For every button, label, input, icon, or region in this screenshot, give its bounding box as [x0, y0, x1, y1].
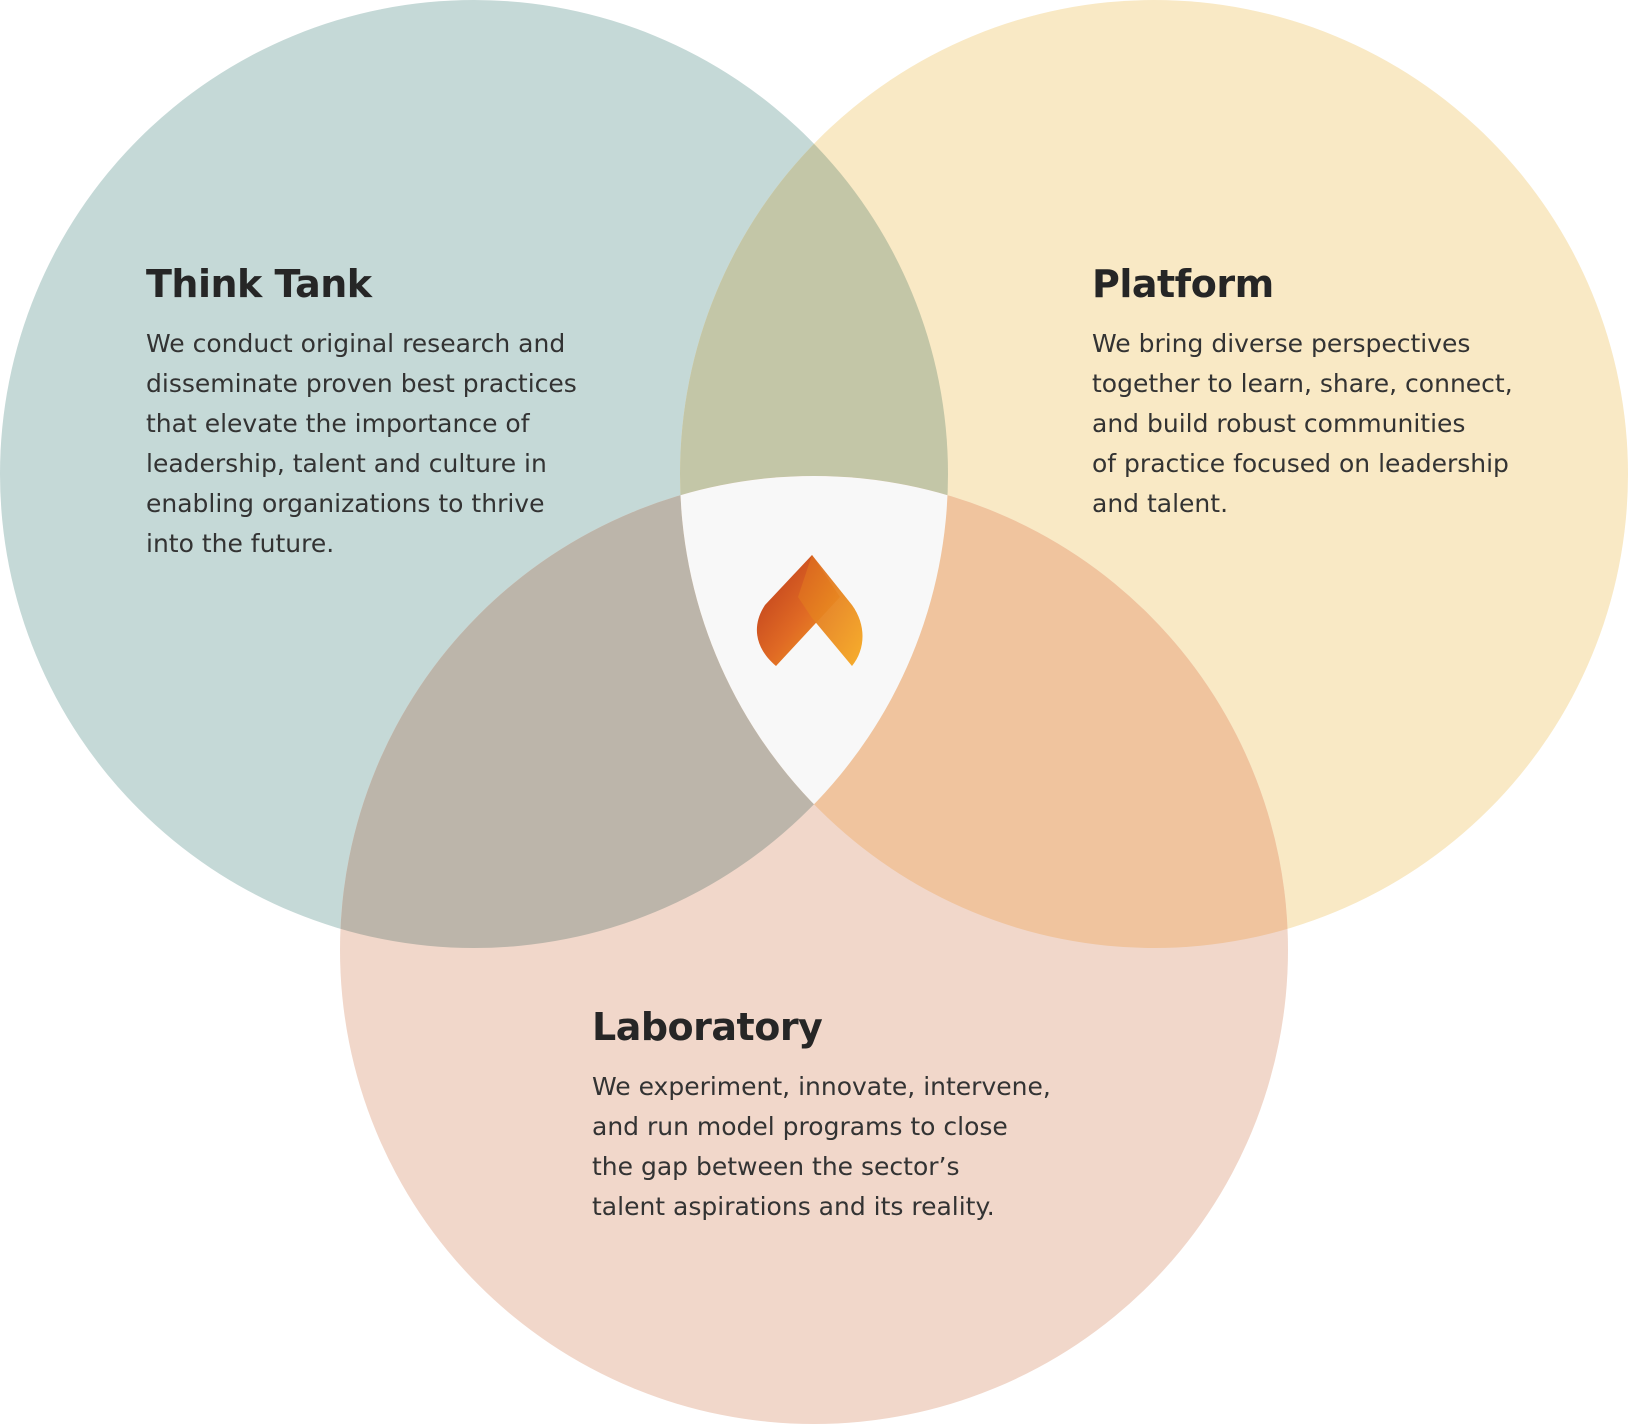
platform-title: Platform: [1092, 262, 1274, 306]
flame-logo-right-petal: [798, 555, 863, 666]
think-tank-label: Think Tank We conduct original research …: [146, 262, 626, 564]
think-tank-title: Think Tank: [146, 262, 372, 306]
flame-logo-icon: [756, 555, 863, 666]
platform-laboratory-overlap: [680, 476, 1288, 948]
laboratory-title: Laboratory: [592, 1005, 823, 1049]
platform-description: We bring diverse perspectives together t…: [1092, 328, 1513, 518]
laboratory-label: Laboratory We experiment, innovate, inte…: [592, 1005, 1092, 1227]
think-tank-laboratory-overlap: [340, 476, 948, 948]
think-tank-description: We conduct original research and dissemi…: [146, 328, 577, 558]
platform-label: Platform We bring diverse perspectives t…: [1092, 262, 1572, 524]
laboratory-description: We experiment, innovate, intervene, and …: [592, 1071, 1051, 1221]
